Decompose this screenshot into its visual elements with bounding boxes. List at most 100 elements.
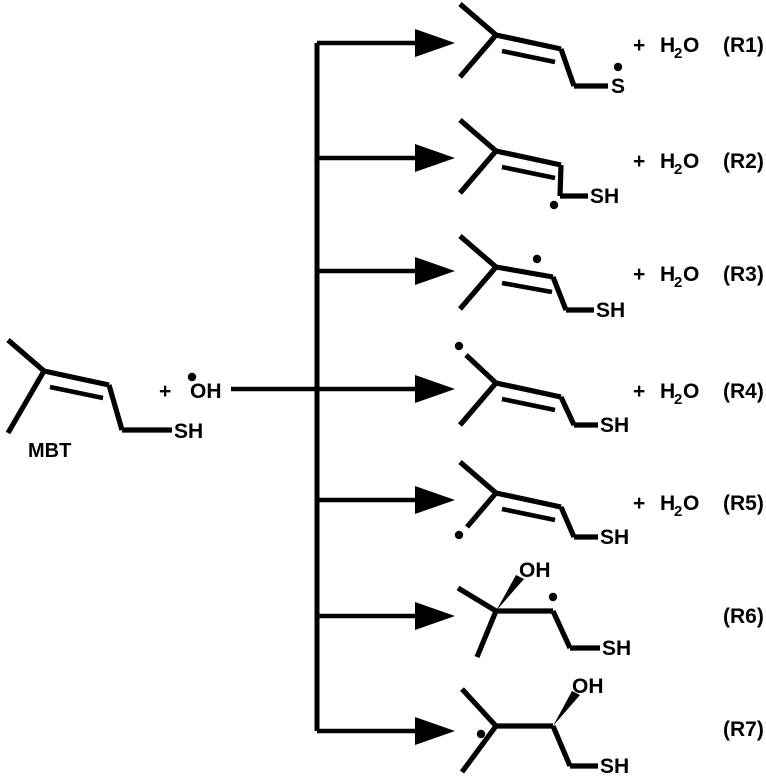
r2-water-sub: 2 bbox=[674, 161, 682, 178]
r5-water-tail: O bbox=[683, 492, 699, 515]
coproduct-r2: + H 2 O bbox=[633, 150, 699, 178]
product-structure-r6: OH SH bbox=[456, 559, 631, 660]
r3-thiol-label: SH bbox=[596, 299, 625, 322]
reaction-id-r7: (R7) bbox=[723, 718, 764, 741]
r7-thiol-label: SH bbox=[600, 755, 629, 777]
r3-water-tail: O bbox=[683, 263, 699, 286]
reaction-id-r2: (R2) bbox=[723, 150, 764, 173]
mbt-thiol-label: SH bbox=[174, 420, 203, 443]
arrow-head-r3 bbox=[415, 257, 455, 285]
arrow-head-r2 bbox=[415, 144, 455, 172]
r7-wedge-hydroxyl bbox=[553, 691, 580, 726]
r7-bond-upper-methyl bbox=[460, 687, 498, 728]
mbt-bond-c2c3-inner bbox=[49, 384, 104, 401]
product-structure-r4: SH bbox=[454, 341, 629, 437]
reactant-plus-oh: + OH bbox=[159, 372, 222, 403]
reaction-id-r5: (R5) bbox=[723, 492, 764, 515]
r3-bond-upper-methyl bbox=[458, 234, 498, 269]
r4-bond-c3c4 bbox=[558, 395, 577, 427]
reaction-id-r3: (R3) bbox=[723, 263, 764, 286]
r3-radical-dot-icon bbox=[532, 254, 542, 264]
r1-water-sub: 2 bbox=[674, 45, 682, 62]
r2-thiol-label: SH bbox=[590, 185, 619, 208]
r6-wedge-hydroxyl bbox=[496, 575, 524, 611]
r7-bond-lower-methyl bbox=[459, 724, 499, 774]
r4-bond-c2c3-inner bbox=[501, 396, 556, 413]
r2-water-head: H bbox=[660, 150, 675, 173]
reaction-arrows bbox=[317, 29, 455, 745]
r2-bond-upper-methyl bbox=[458, 118, 498, 153]
r5-water-head: H bbox=[660, 492, 675, 515]
product-structure-r7: OH SH bbox=[459, 675, 629, 777]
reaction-id-r6: (R6) bbox=[723, 605, 764, 628]
r1-plus-sign: + bbox=[633, 34, 645, 57]
arrow-head-r4 bbox=[415, 375, 455, 403]
r2-bond-c3c4 bbox=[557, 164, 564, 197]
mbt-bond-upper-methyl bbox=[6, 338, 46, 373]
r6-bond-lower-methyl bbox=[474, 610, 499, 658]
r3-bond-lower-methyl bbox=[458, 265, 498, 311]
coproduct-r4: + H 2 O bbox=[633, 380, 699, 408]
r1-bond-lower-methyl bbox=[458, 33, 498, 79]
hydroxyl-radical-label: OH bbox=[190, 380, 222, 403]
r2-bond-c2c3 bbox=[495, 148, 562, 168]
r1-radical-dot-icon bbox=[613, 62, 623, 72]
reaction-branch-trunk bbox=[231, 43, 320, 731]
reactant-mbt-structure: SH MBT bbox=[5, 338, 203, 462]
r5-bond-c3c4 bbox=[558, 505, 577, 539]
r4-radical-dot-icon bbox=[454, 341, 464, 351]
coproduct-r1: + H 2 O bbox=[633, 34, 699, 62]
coproduct-r3: + H 2 O bbox=[633, 263, 699, 291]
r7-bond-c3c4 bbox=[550, 724, 573, 768]
r1-water-tail: O bbox=[683, 34, 699, 57]
r2-bond-c2c3-inner bbox=[501, 164, 556, 181]
r6-thiol-label: SH bbox=[602, 637, 631, 660]
r5-thiol-label: SH bbox=[600, 526, 629, 549]
r5-bond-c2c3 bbox=[495, 490, 562, 510]
reactant-plus-sign: + bbox=[159, 380, 171, 403]
r2-bond-lower-methyl bbox=[458, 149, 498, 195]
r4-water-tail: O bbox=[683, 380, 699, 403]
r3-bond-c3c4 bbox=[550, 276, 569, 311]
arrow-head-r1 bbox=[415, 29, 455, 57]
r4-plus-sign: + bbox=[633, 380, 645, 403]
mbt-bond-lower-methyl bbox=[5, 369, 47, 435]
r1-water-head: H bbox=[660, 34, 675, 57]
r5-water-sub: 2 bbox=[674, 503, 682, 520]
r3-bond-c2c3 bbox=[495, 264, 554, 280]
r6-bond-upper-methyl bbox=[456, 585, 498, 614]
arrow-head-r6 bbox=[415, 602, 455, 630]
r5-plus-sign: + bbox=[633, 492, 645, 515]
mbt-name-label: MBT bbox=[28, 440, 71, 462]
r1-bond-c2c3 bbox=[495, 32, 562, 52]
r2-radical-dot-icon bbox=[549, 200, 559, 210]
r4-water-head: H bbox=[660, 380, 675, 403]
hydroxyl-radical-dot-icon bbox=[187, 372, 197, 382]
reaction-id-r4: (R4) bbox=[723, 380, 764, 403]
r1-thiol-label: S bbox=[611, 75, 625, 98]
r6-hydroxyl-label: OH bbox=[519, 559, 551, 582]
r1-bond-c3c4 bbox=[558, 48, 577, 87]
reaction-id-r1: (R1) bbox=[723, 34, 764, 57]
r6-radical-dot-icon bbox=[548, 592, 558, 602]
product-structure-r5: SH bbox=[454, 460, 629, 549]
mbt-bond-c3c4 bbox=[106, 384, 125, 431]
r4-water-sub: 2 bbox=[674, 391, 682, 408]
r7-radical-dot-icon bbox=[476, 729, 486, 739]
r7-hydroxyl-label: OH bbox=[572, 675, 604, 698]
coproduct-r5: + H 2 O bbox=[633, 492, 699, 520]
r6-bond-c3c4 bbox=[550, 609, 573, 650]
product-structure-r1: S bbox=[458, 2, 625, 98]
mbt-bond-c2c3 bbox=[43, 368, 110, 388]
r1-bond-upper-methyl bbox=[458, 2, 498, 37]
arrow-head-r7 bbox=[415, 717, 455, 745]
r4-bond-lower-methyl bbox=[458, 381, 498, 427]
r4-thiol-label: SH bbox=[600, 414, 629, 437]
r4-bond-c2c3 bbox=[495, 380, 562, 400]
r5-radical-dot-icon bbox=[454, 530, 464, 540]
r5-bond-c2c3-inner bbox=[501, 506, 556, 523]
r4-bond-upper-methyl bbox=[464, 353, 498, 385]
r2-plus-sign: + bbox=[633, 150, 645, 173]
r3-water-head: H bbox=[660, 263, 675, 286]
